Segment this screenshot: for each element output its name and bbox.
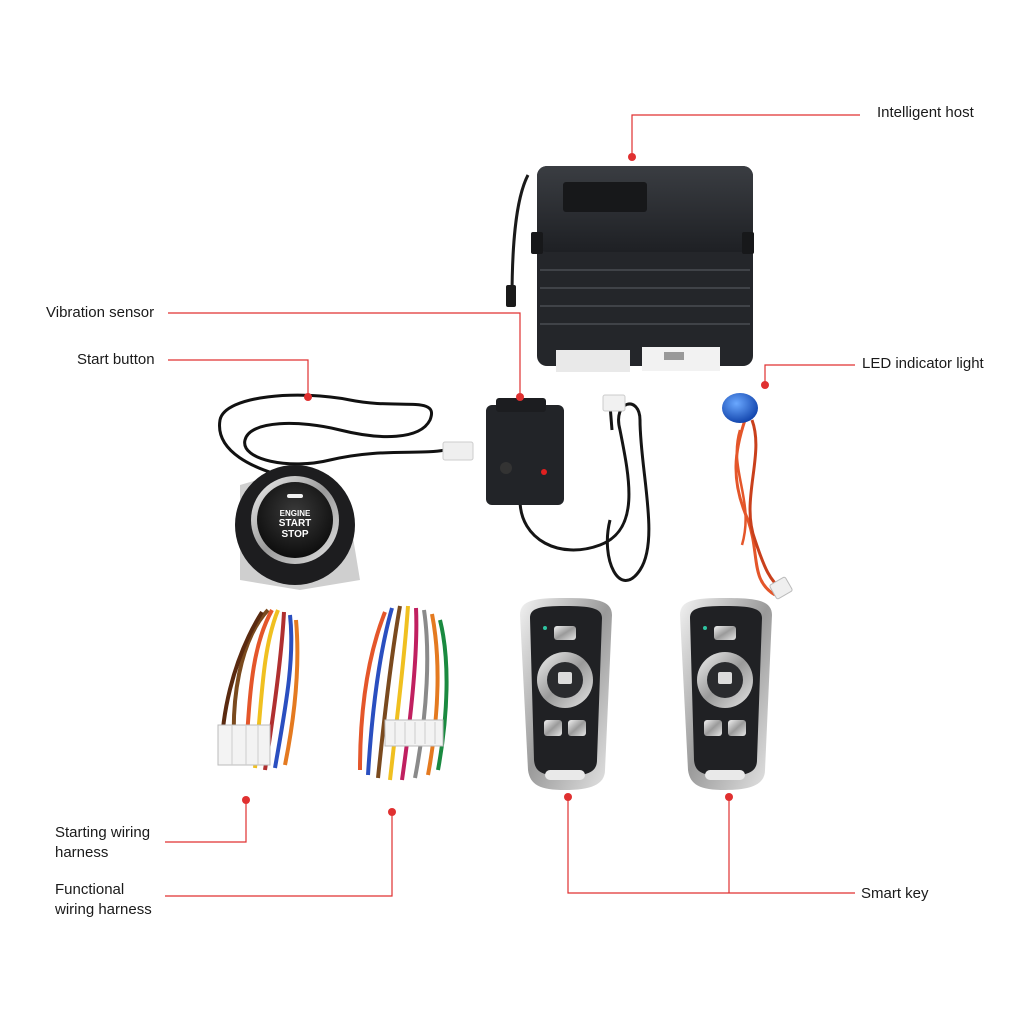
- leader-functional-harness: [165, 812, 393, 897]
- intelligent-host-module: [506, 166, 754, 372]
- leader-lines: [165, 114, 860, 897]
- label-functional-wiring-harness-line2: wiring harness: [55, 901, 152, 918]
- vibration-sensor: [486, 394, 651, 582]
- label-smart-key: Smart key: [861, 885, 929, 902]
- leader-intelligent-host: [631, 114, 860, 157]
- functional-wiring-harness: [358, 605, 449, 781]
- led-indicator-light: [722, 393, 793, 600]
- button-text-start: START: [279, 518, 312, 529]
- label-starting-wiring-harness-line2: harness: [55, 844, 109, 861]
- leader-starting-harness: [165, 800, 247, 843]
- sensor-red-led: [541, 469, 547, 475]
- start-button-assembly: ENGINE START STOP: [218, 393, 474, 590]
- label-functional-wiring-harness: Functional wiring harness: [55, 880, 152, 920]
- leader-vibration-sensor: [168, 312, 521, 397]
- functional-harness-connector: [384, 719, 444, 747]
- leader-led-indicator: [764, 364, 855, 385]
- vibration-sensor-body: [486, 405, 564, 505]
- label-start-button: Start button: [77, 351, 155, 368]
- starting-wiring-harness: [217, 608, 300, 771]
- label-starting-wiring-harness: Starting wiring harness: [55, 823, 150, 863]
- starting-harness-connector: [217, 724, 271, 766]
- host-antenna: [510, 174, 530, 301]
- start-stop-button: [257, 482, 333, 558]
- label-starting-wiring-harness-line1: Starting wiring: [55, 824, 151, 841]
- smart-key-left: [520, 598, 612, 790]
- label-functional-wiring-harness-line1: Functional: [55, 881, 125, 898]
- button-text-engine: ENGINE: [280, 509, 311, 518]
- label-intelligent-host: Intelligent host: [877, 104, 974, 121]
- smart-key-right: [680, 598, 772, 790]
- leader-start-button: [168, 359, 309, 397]
- host-connector-left: [556, 350, 630, 372]
- leader-smart-key-left: [567, 797, 855, 894]
- label-vibration-sensor: Vibration sensor: [46, 304, 155, 321]
- button-text-stop: STOP: [281, 529, 308, 540]
- led-bulb: [722, 393, 758, 423]
- label-led-indicator-light: LED indicator light: [862, 355, 984, 372]
- leader-dots: [242, 153, 769, 816]
